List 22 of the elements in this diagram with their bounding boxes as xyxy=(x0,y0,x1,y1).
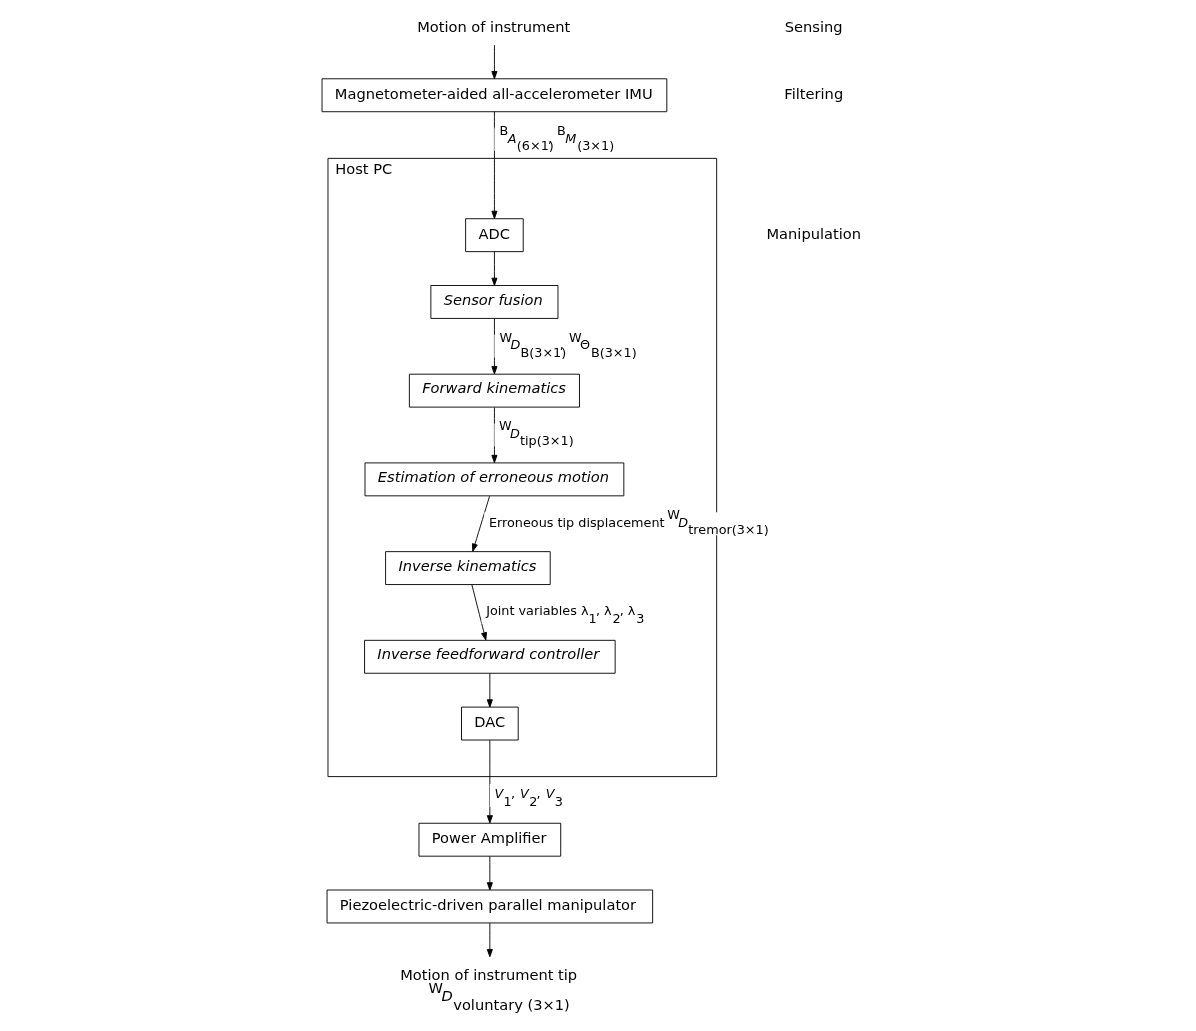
node-box: ADC xyxy=(465,218,524,253)
node-box: Piezoelectric-driven parallel manipulator xyxy=(326,889,654,924)
label: Filtering xyxy=(784,84,844,102)
node-box: Power Amplifier xyxy=(418,822,562,857)
label: Manipulation xyxy=(766,224,862,242)
arrow xyxy=(486,673,493,708)
arrow xyxy=(491,251,498,286)
label: Sensing xyxy=(784,17,843,35)
node-box: Sensor fusion xyxy=(430,285,559,319)
arrow xyxy=(486,855,493,891)
node-box: Inverse kinematics xyxy=(385,551,551,585)
arrow xyxy=(486,922,493,958)
arrow xyxy=(486,739,493,824)
node-box: Estimation of erroneous motion xyxy=(364,462,625,497)
arrow xyxy=(471,584,487,641)
node-box: DAC xyxy=(461,706,519,741)
arrow xyxy=(471,495,490,552)
arrow xyxy=(491,44,498,80)
node-box: Forward kinematics xyxy=(408,373,580,408)
node-text: Motion of instrument xyxy=(417,17,571,35)
node-box: Inverse feedforward controller xyxy=(364,639,616,674)
node-box: Magnetometer-aided all-accelerometer IMU xyxy=(321,78,668,113)
